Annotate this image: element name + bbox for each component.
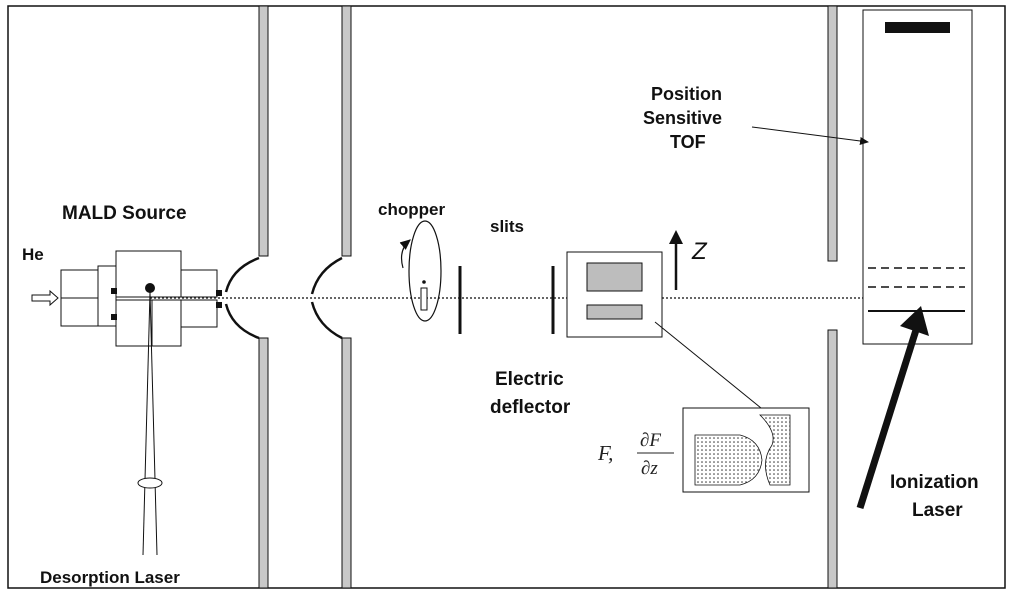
laser-label: Laser	[912, 500, 963, 521]
deflector-label: deflector	[490, 397, 571, 418]
wall-1-upper	[258, 5, 269, 257]
field-inset	[682, 407, 810, 493]
desorption-laser-beam	[137, 291, 163, 556]
slits-label: slits	[490, 217, 524, 236]
wall-1-lower	[258, 337, 269, 589]
electric-label: Electric	[495, 369, 564, 390]
sensitive-label: Sensitive	[643, 108, 722, 128]
field-dz-label: ∂z	[641, 458, 658, 479]
z-axis-arrow	[669, 230, 683, 290]
skimmer-1-top	[224, 256, 260, 293]
he-inlet-arrow	[31, 289, 59, 307]
mald-source-label: MALD Source	[62, 203, 187, 224]
ionization-label: Ionization	[890, 472, 979, 493]
tof-label: TOF	[670, 132, 706, 152]
ionization-laser-arrow	[856, 306, 929, 510]
skimmer-2-top	[310, 256, 343, 295]
outer-frame	[7, 5, 1006, 589]
desorption-laser-label: Desorption Laser	[40, 568, 180, 587]
position-sensitive-tof	[862, 9, 973, 345]
skimmer-2-bottom	[310, 301, 343, 340]
chopper	[399, 220, 442, 322]
wall-2-lower	[341, 337, 352, 589]
he-label: He	[22, 245, 44, 264]
z-axis-label: Z	[691, 238, 708, 265]
field-df-label: ∂F	[640, 430, 661, 451]
skimmer-1-bottom	[224, 303, 260, 340]
chopper-label: chopper	[378, 200, 445, 219]
wall-3-upper	[827, 5, 838, 262]
wall-2-upper	[341, 5, 352, 257]
position-label: Position	[651, 84, 722, 104]
tof-pointer-arrow	[751, 126, 869, 145]
mald-source-assembly	[60, 250, 222, 347]
field-f-label: F,	[597, 441, 613, 465]
electric-deflector	[566, 251, 663, 338]
wall-3-lower	[827, 329, 838, 589]
